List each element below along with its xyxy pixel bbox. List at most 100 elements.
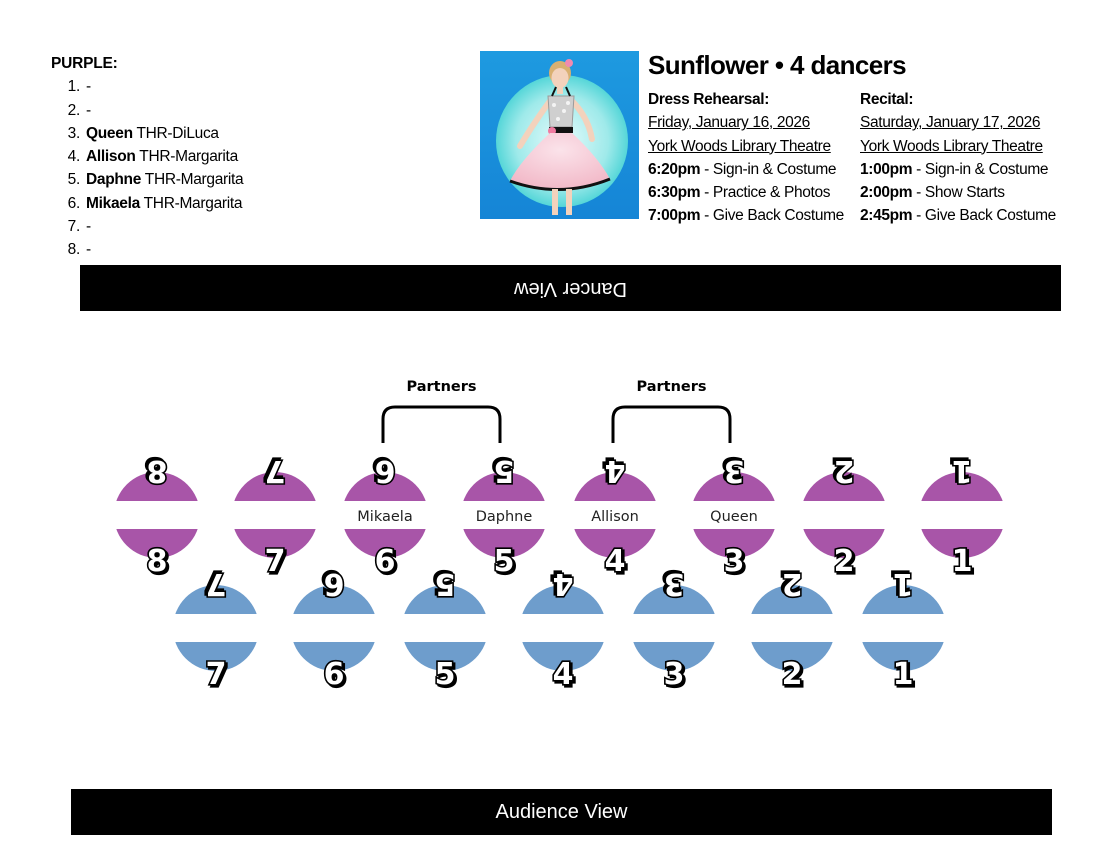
back-row-spot-number-shadow: 4 (555, 659, 576, 694)
svg-text:4: 4 (605, 453, 626, 488)
partners-label: Partners (636, 379, 706, 395)
back-row-spot-number-flipped: 66 (320, 562, 346, 602)
roster: PURPLE: --Queen THR-DiLucaAllison THR-Ma… (51, 52, 244, 262)
svg-text:8: 8 (145, 451, 166, 486)
front-row-spot-number-shadow: 8 (149, 546, 170, 581)
svg-text:7: 7 (263, 451, 284, 486)
recital-venue-link[interactable]: York Woods Library Theatre (860, 137, 1043, 155)
rehearsal-time-row: 7:00pm - Give Back Costume (648, 207, 844, 225)
front-row-spot-number: 8 (147, 544, 168, 579)
svg-text:6: 6 (322, 564, 343, 599)
svg-text:7: 7 (206, 566, 227, 601)
rehearsal-venue-link[interactable]: York Woods Library Theatre (648, 137, 831, 155)
roster-list: --Queen THR-DiLucaAllison THR-MargaritaD… (51, 75, 244, 261)
svg-text:1: 1 (891, 564, 912, 599)
back-row-spot-number: 7 (206, 657, 227, 692)
back-row-spot-number: 5 (435, 657, 456, 692)
back-row-spot-number-shadow: 2 (784, 659, 805, 694)
svg-text:2: 2 (780, 564, 801, 599)
back-row-spot-number-flipped: 77 (202, 562, 228, 602)
svg-text:2: 2 (782, 566, 803, 601)
front-row-spot-number-shadow: 5 (496, 546, 517, 581)
svg-text:5: 5 (435, 566, 456, 601)
roster-detail: - (86, 78, 91, 96)
front-row-spot-number: 2 (834, 544, 855, 579)
dancer-name-label: Allison (591, 509, 639, 525)
front-row-spot-number-flipped: 77 (261, 449, 287, 489)
roster-item: - (84, 99, 243, 122)
dancer-illustration (496, 59, 628, 215)
rehearsal-date: Friday, January 16, 2026 (648, 114, 810, 132)
dance-title: Sunflower • 4 dancers (648, 50, 907, 80)
back-row-spot-number-shadow: 3 (666, 659, 687, 694)
back-row-spot-number-flipped: 11 (889, 562, 915, 602)
roster-heading: PURPLE: (51, 55, 118, 72)
front-row-spot-number-shadow: 6 (377, 546, 398, 581)
svg-text:3: 3 (724, 453, 745, 488)
back-row-spot-number-flipped: 55 (431, 562, 457, 602)
back-row-spot-number: 2 (782, 657, 803, 692)
recital-heading: Recital: (860, 91, 914, 108)
front-row-spot-number-flipped: 33 (720, 449, 746, 489)
roster-detail: THR-DiLuca (132, 124, 219, 142)
svg-text:1: 1 (893, 566, 914, 601)
partners-label: Partners (406, 379, 476, 395)
audience-view-bar: Audience View (71, 789, 1052, 835)
roster-item: Queen THR-DiLuca (84, 122, 243, 145)
roster-item: - (84, 215, 243, 238)
rehearsal-schedule: Dress Rehearsal: Friday, January 16, 202… (648, 88, 844, 228)
front-row-spot-number-flipped: 55 (490, 449, 516, 489)
partners-bracket (611, 405, 732, 443)
front-row-spot-number-flipped: 22 (830, 449, 856, 489)
partners-bracket (381, 405, 502, 443)
front-row-spot-number: 1 (952, 544, 973, 579)
front-row-spot-number-flipped: 88 (143, 449, 169, 489)
front-row-spot-number-shadow: 4 (607, 546, 628, 581)
recital-time-row: 2:00pm - Show Starts (860, 184, 1005, 202)
svg-text:4: 4 (551, 564, 572, 599)
roster-detail: THR-Margarita (141, 171, 244, 189)
svg-text:6: 6 (324, 566, 345, 601)
svg-text:6: 6 (375, 453, 396, 488)
back-row-spot-number-shadow: 6 (326, 659, 347, 694)
roster-item: Allison THR-Margarita (84, 145, 243, 168)
front-row-spot-number-shadow: 7 (267, 546, 288, 581)
svg-text:3: 3 (662, 564, 683, 599)
rehearsal-heading: Dress Rehearsal: (648, 91, 770, 108)
dancer-name-label: Daphne (476, 509, 533, 525)
front-row-spot-number: 3 (724, 544, 745, 579)
front-row-spot-number-flipped: 66 (371, 449, 397, 489)
front-row-spot-number-flipped: 44 (601, 449, 627, 489)
front-row-spot-number: 6 (375, 544, 396, 579)
svg-text:7: 7 (204, 564, 225, 599)
front-row-spot-number: 5 (494, 544, 515, 579)
svg-text:2: 2 (834, 453, 855, 488)
svg-text:4: 4 (603, 451, 624, 486)
svg-text:2: 2 (832, 451, 853, 486)
costume-photo (480, 51, 639, 219)
roster-item: - (84, 75, 243, 98)
svg-text:1: 1 (950, 451, 971, 486)
roster-detail: THR-Margarita (135, 148, 238, 166)
back-row-spot-number: 4 (553, 657, 574, 692)
roster-item: Daphne THR-Margarita (84, 168, 244, 191)
roster-dancer-name: Allison (86, 148, 136, 166)
roster-detail: - (86, 101, 91, 119)
roster-dancer-name: Queen (86, 124, 133, 142)
svg-text:5: 5 (433, 564, 454, 599)
roster-item: Mikaela THR-Margarita (84, 192, 243, 215)
